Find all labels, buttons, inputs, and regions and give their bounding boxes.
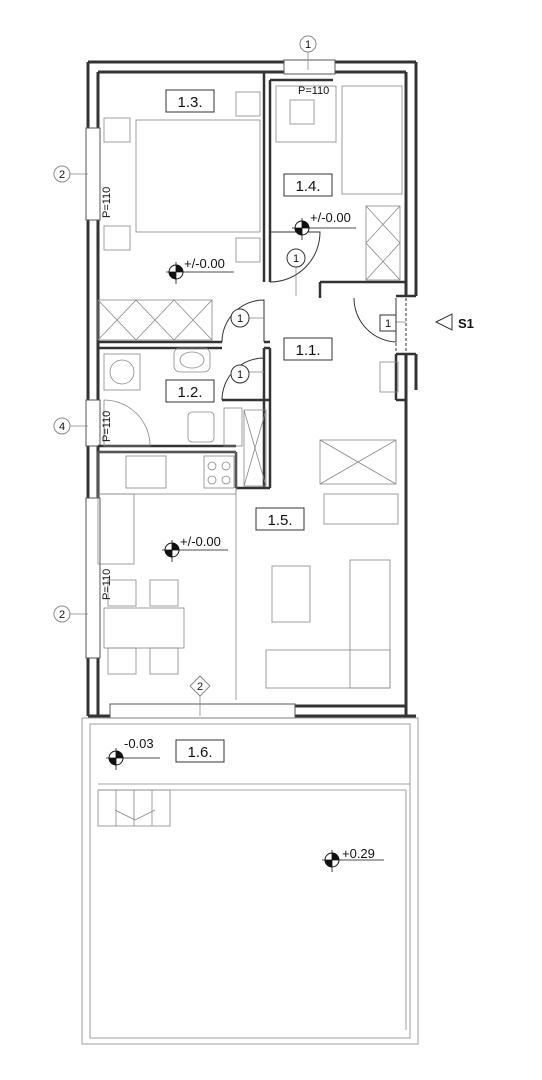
door-tag-2: 1 (237, 369, 243, 381)
door-tags (230, 248, 397, 384)
furniture (97, 85, 403, 700)
level-marker-1-4: +/-0.00 (292, 210, 356, 240)
window-label-left-3: P=110 (101, 569, 113, 600)
level-marker-terrace: +0.29 (322, 846, 384, 872)
section-label: S1 (458, 316, 474, 331)
level-marker-1-6: -0.03 (106, 736, 160, 770)
room-label-1-4: 1.4. (295, 178, 320, 195)
tag-left-2: 4 (59, 421, 65, 433)
left-windows (85, 59, 336, 719)
room-label-1-3: 1.3. (177, 94, 202, 111)
room-labels: 1.3. 1.4. 1.1. 1.2. 1.5. 1.6. (165, 89, 333, 763)
room-label-1-5: 1.5. (267, 512, 292, 529)
leader-lines (70, 52, 406, 716)
window-label-top: P=110 (298, 85, 329, 97)
tag-left-1: 2 (59, 169, 65, 181)
tag-bottom: 2 (197, 681, 203, 693)
level-value-terrace: +0.29 (342, 846, 375, 861)
window-label-left-2: P=110 (101, 411, 113, 442)
room-label-1-2: 1.2. (177, 384, 202, 401)
level-value-1-4: +/-0.00 (310, 210, 351, 225)
level-markers: +/-0.00 +/-0.00 +/-0.00 -0.03 (106, 210, 384, 872)
window-labels: P=110 P=110 P=110 P=110 (101, 85, 329, 600)
window-label-left-1: P=110 (101, 187, 113, 218)
level-marker-1-3: +/-0.00 (166, 256, 234, 284)
exterior-walls (86, 60, 418, 718)
window-tags (53, 35, 317, 697)
level-value-1-3: +/-0.00 (184, 256, 225, 271)
terrace (81, 717, 419, 1045)
level-marker-1-5: +/-0.00 (162, 534, 228, 562)
room-label-1-1: 1.1. (295, 342, 320, 359)
door-tag-entry: 1 (385, 318, 391, 330)
doors (221, 231, 407, 401)
room-label-1-6: 1.6. (187, 744, 212, 761)
window-tag-texts: 1 2 4 2 2 (59, 39, 311, 693)
door-tag-3: 1 (293, 253, 299, 265)
tag-top: 1 (305, 39, 311, 51)
door-tag-texts: 1 1 1 1 (237, 253, 391, 381)
door-tag-1: 1 (237, 313, 243, 325)
tag-left-3: 2 (59, 609, 65, 621)
level-value-1-6: -0.03 (124, 736, 154, 751)
level-value-1-5: +/-0.00 (180, 534, 221, 549)
section-marker: S1 (434, 313, 474, 331)
